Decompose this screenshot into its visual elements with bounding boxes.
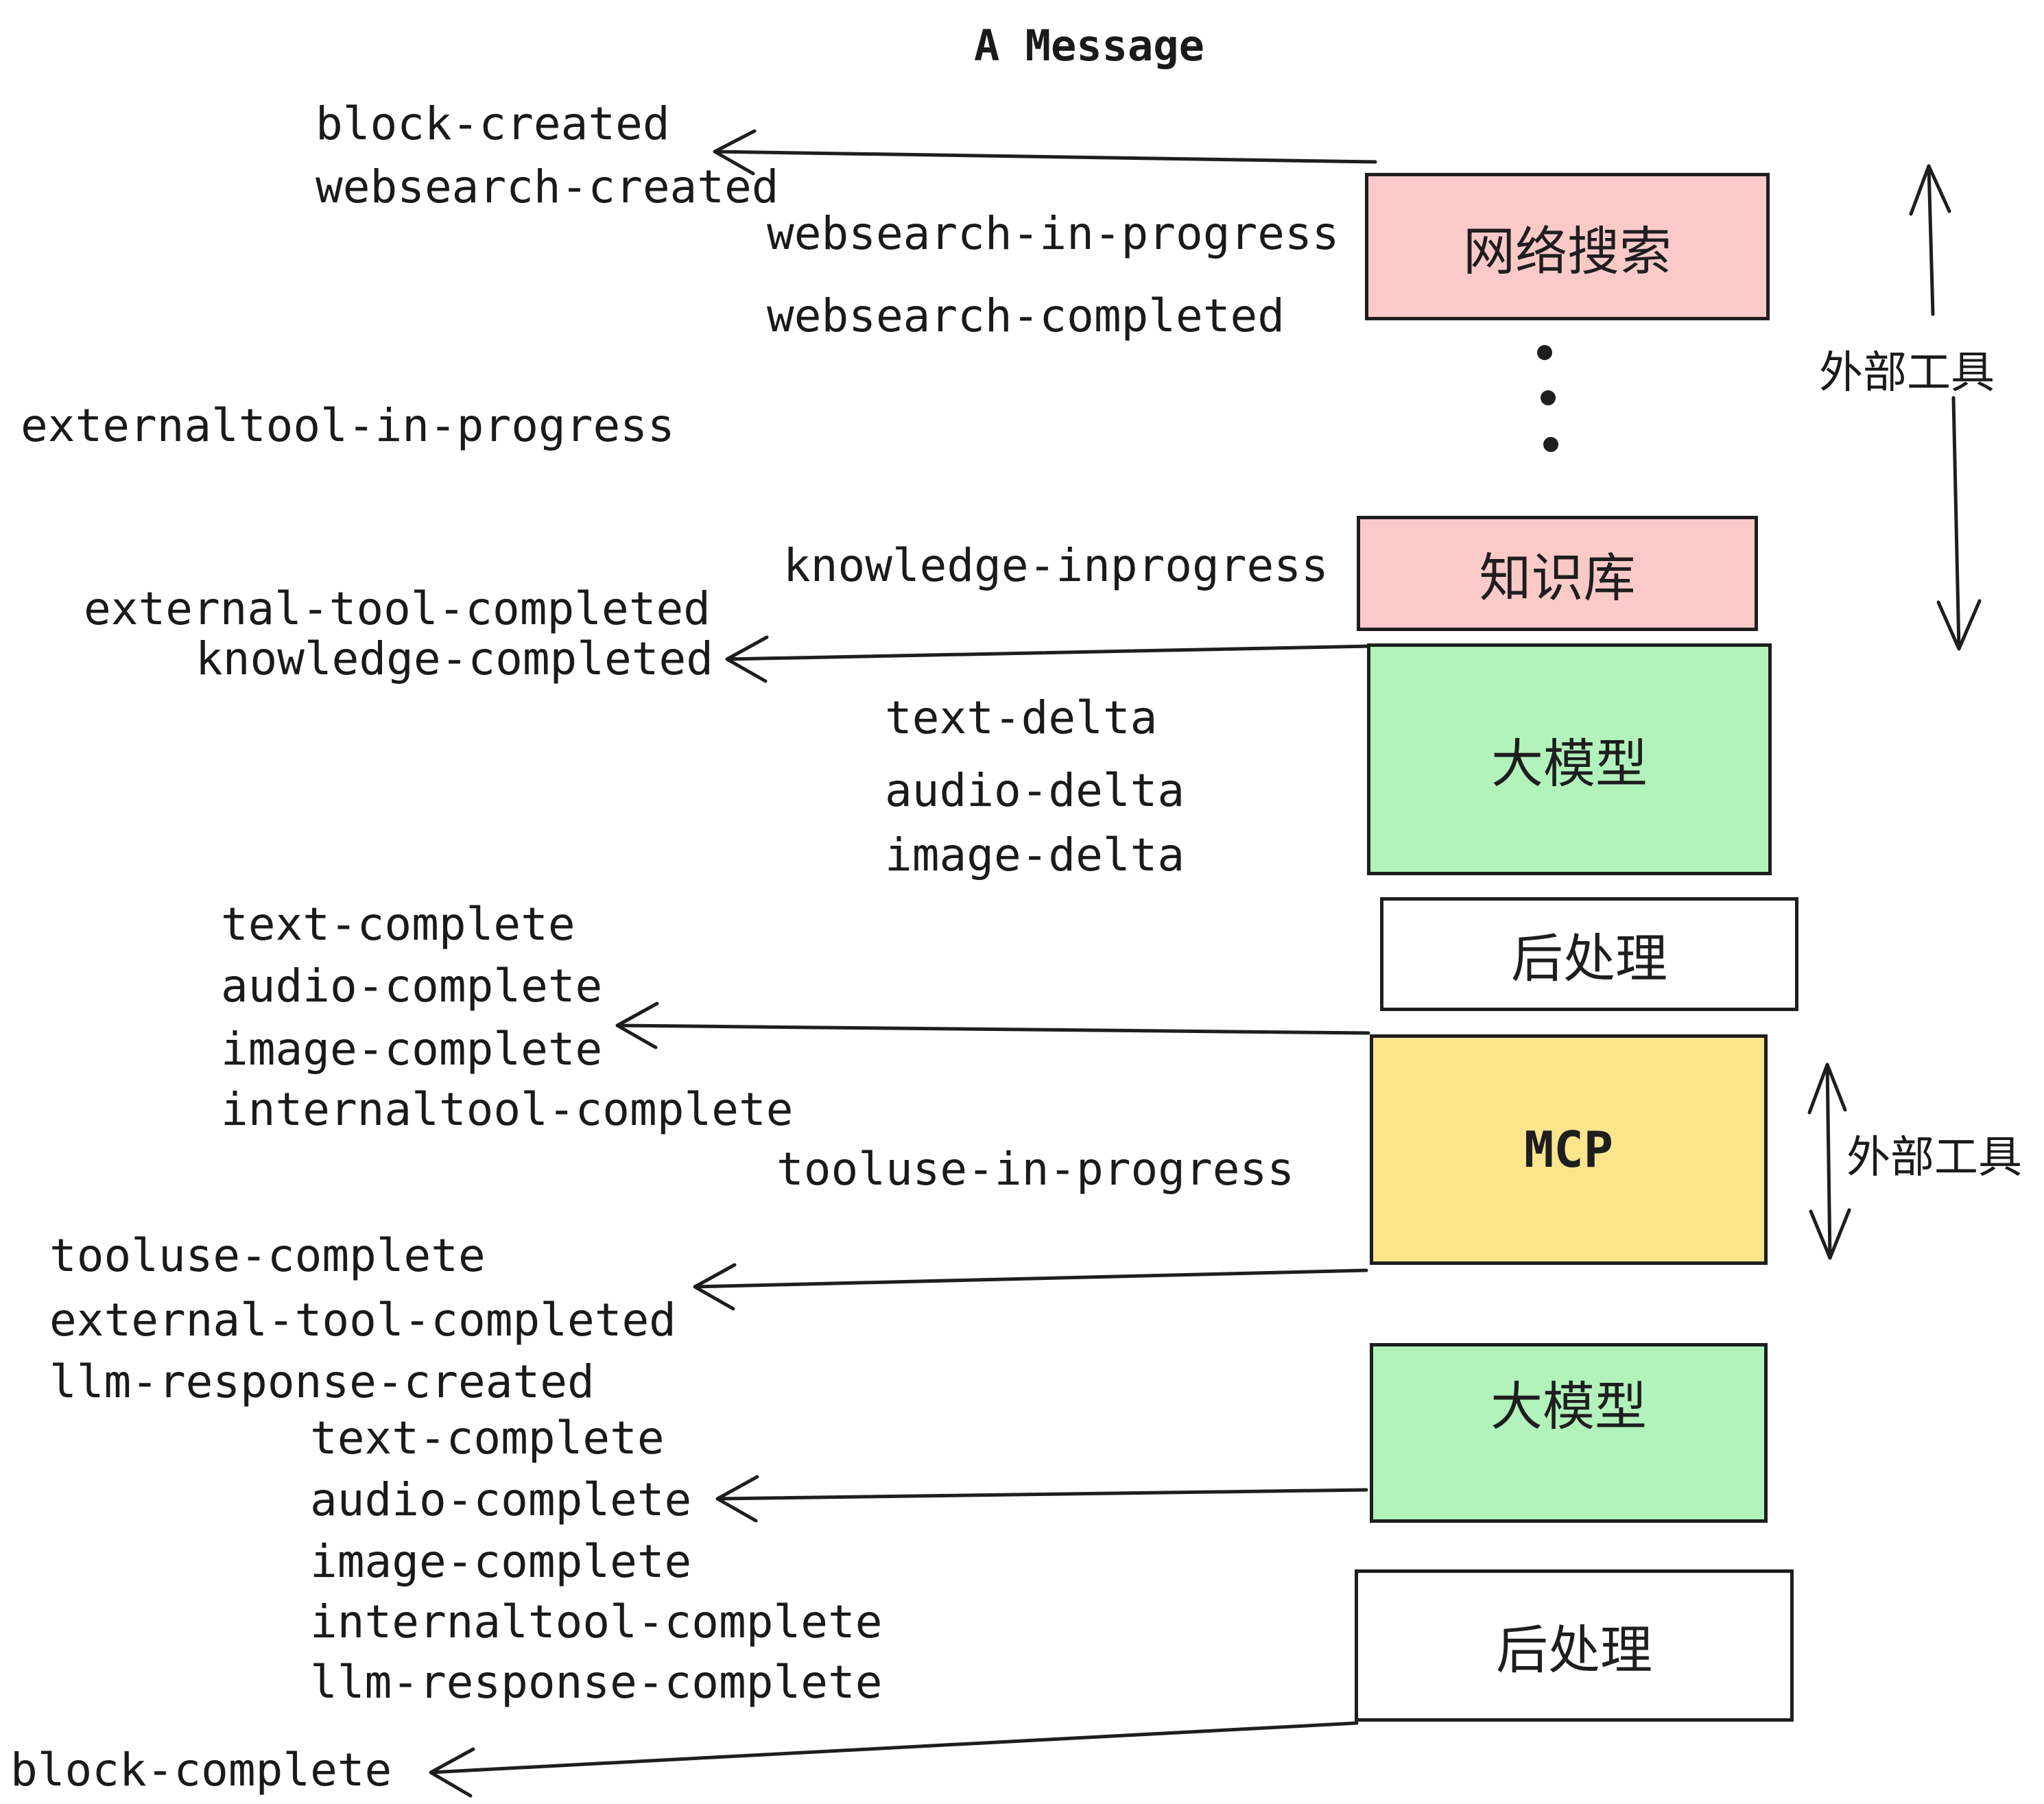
event-audio-complete-2: audio-complete <box>310 1473 692 1526</box>
event-websearch-created: websearch-created <box>316 161 779 213</box>
event-block-created: block-created <box>316 97 670 150</box>
external-tools-down-arrow <box>1936 396 1982 651</box>
event-knowledge-inprogress: knowledge-inprogress <box>783 539 1329 592</box>
arrow-to-knowledge-completed <box>725 635 1374 683</box>
external-tools-up-arrow <box>1909 164 1951 316</box>
event-internaltool-complete: internaltool-complete <box>221 1083 794 1136</box>
external-tools-double-arrow <box>1807 1063 1851 1260</box>
event-llm-response-created: llm-response-created <box>49 1355 595 1408</box>
event-image-complete: image-complete <box>221 1023 603 1076</box>
box-llm-1: 大模型 <box>1367 643 1772 875</box>
event-block-complete: block-complete <box>10 1744 392 1796</box>
ellipsis-dots <box>1537 345 1558 452</box>
box-llm-2: 大模型 <box>1370 1343 1768 1523</box>
event-external-tool-completed: external-tool-completed <box>84 582 711 635</box>
event-text-complete: text-complete <box>221 898 575 951</box>
event-text-complete-2: text-complete <box>310 1412 665 1464</box>
event-internaltool-complete-2: internaltool-complete <box>310 1595 883 1648</box>
external-tools-label-top: 外部工具 <box>1819 348 1995 399</box>
event-tooluse-complete: tooluse-complete <box>49 1229 486 1282</box>
box-postprocess-1-label: 后处理 <box>1511 928 1667 989</box>
box-knowledge-base: 知识库 <box>1357 516 1758 631</box>
event-external-tool-completed-2: external-tool-completed <box>49 1294 676 1346</box>
arrow-to-tooluse-complete <box>693 1263 1368 1311</box>
event-image-complete-2: image-complete <box>310 1535 692 1588</box>
event-audio-complete: audio-complete <box>221 960 603 1012</box>
event-knowledge-completed: knowledge-completed <box>195 632 713 685</box>
arrow-to-websearch-created <box>713 129 1377 176</box>
diagram-title: A Message <box>974 21 1204 71</box>
event-tooluse-in-progress: tooluse-in-progress <box>776 1143 1294 1196</box>
event-llm-response-complete: llm-response-complete <box>310 1656 883 1709</box>
box-postprocess-2-label: 后处理 <box>1496 1619 1652 1681</box>
event-text-delta: text-delta <box>885 691 1158 744</box>
arrow-to-audio-complete <box>715 1475 1368 1523</box>
box-postprocess-1: 后处理 <box>1380 897 1798 1011</box>
box-mcp-label: MCP <box>1523 1121 1614 1178</box>
arrow-to-block-complete <box>429 1721 1359 1798</box>
box-websearch-label: 网络搜索 <box>1463 220 1672 282</box>
box-llm-2-label: 大模型 <box>1490 1376 1647 1437</box>
event-externaltool-in-progress: externaltool-in-progress <box>21 399 675 452</box>
box-knowledge-base-label: 知识库 <box>1479 547 1636 608</box>
external-tools-label-mid: 外部工具 <box>1846 1132 2022 1183</box>
event-websearch-in-progress: websearch-in-progress <box>767 207 1340 260</box>
event-image-delta: image-delta <box>885 829 1185 881</box>
event-audio-delta: audio-delta <box>885 764 1185 817</box>
box-postprocess-2: 后处理 <box>1355 1569 1794 1722</box>
box-websearch: 网络搜索 <box>1365 173 1770 320</box>
box-mcp: MCP <box>1370 1034 1768 1265</box>
arrow-to-image-complete <box>615 1001 1370 1049</box>
event-websearch-completed: websearch-completed <box>767 289 1285 342</box>
box-llm-1-label: 大模型 <box>1491 733 1648 794</box>
